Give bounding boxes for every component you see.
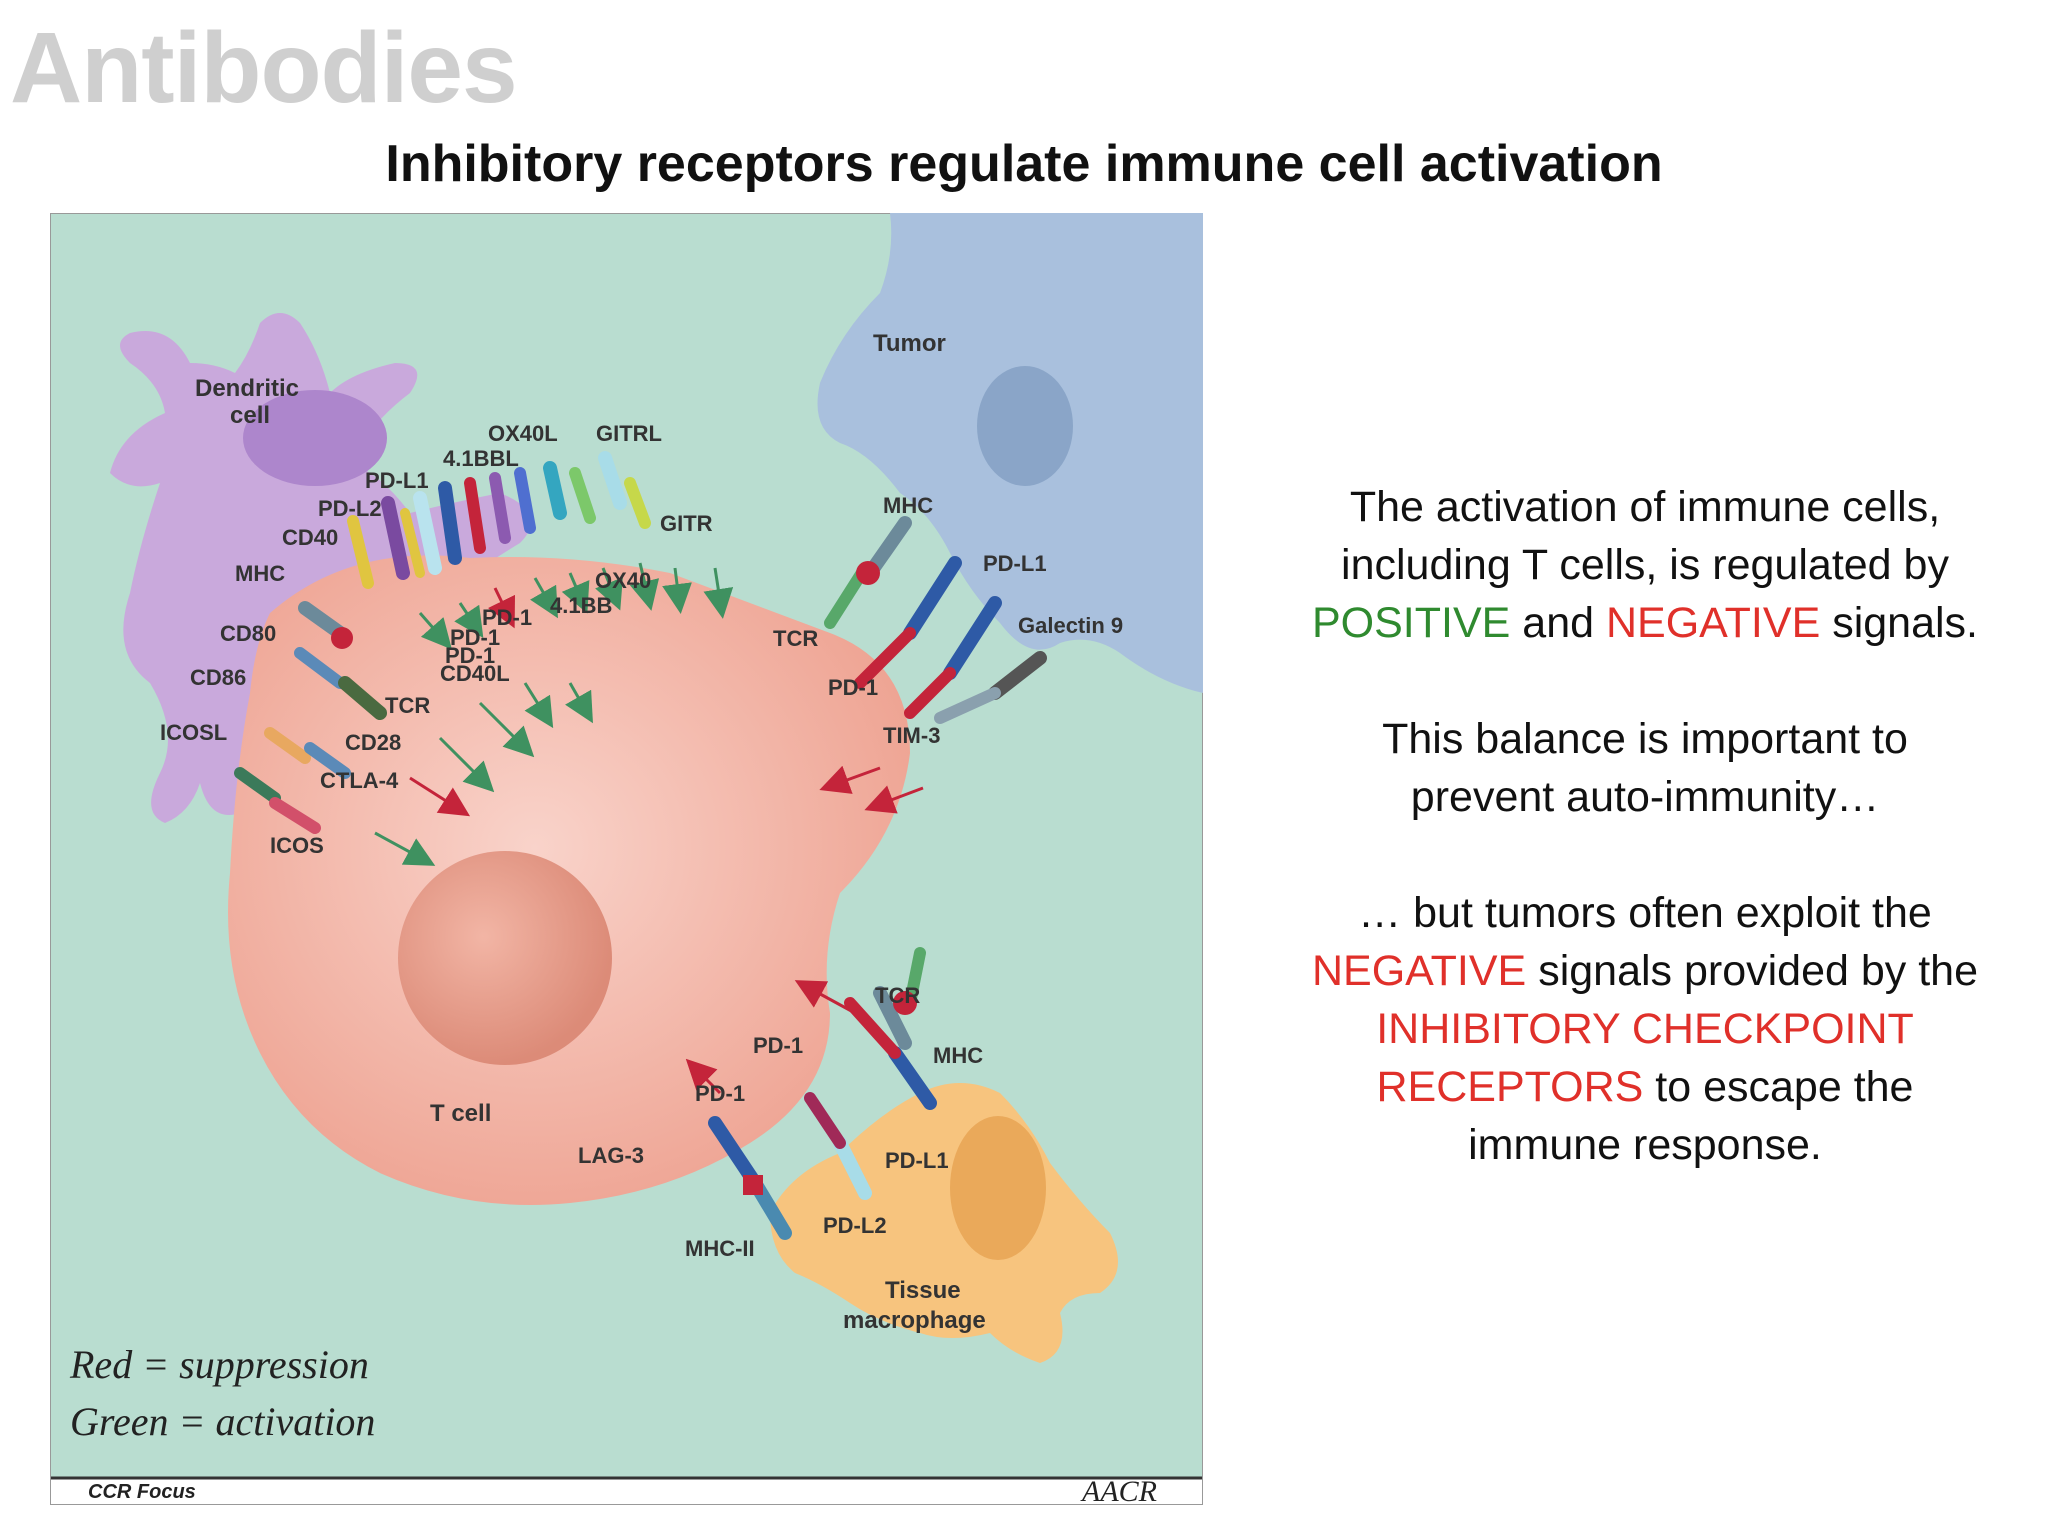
- label-lag3: LAG-3: [578, 1143, 644, 1168]
- aacr-logo: AACR: [1080, 1475, 1157, 1505]
- figure-footer-bar: [50, 1478, 1203, 1505]
- label-pd1-mac-a: PD-1: [753, 1033, 803, 1058]
- label-dendritic: Dendritic: [195, 375, 299, 402]
- label-mhc-dc: MHC: [235, 561, 285, 586]
- label-tim3: TIM-3: [883, 723, 940, 748]
- label-tissue: Tissue: [885, 1277, 961, 1304]
- slide-subtitle: Inhibitory receptors regulate immune cel…: [385, 135, 1663, 193]
- tumor-nucleus: [977, 366, 1073, 486]
- label-mhc-ii: MHC-II: [685, 1236, 755, 1261]
- footer-source: CCR Focus: [88, 1481, 196, 1503]
- signals-word: signals.: [1832, 599, 1978, 647]
- p1-line3: POSITIVE and NEGATIVE signals.: [1265, 594, 2025, 652]
- svg-text:AACR: AACR: [1080, 1475, 1157, 1505]
- label-cd80: CD80: [220, 621, 276, 646]
- macrophage-nucleus: [950, 1116, 1046, 1260]
- label-ox40l: OX40L: [488, 421, 558, 446]
- p2-line2: prevent auto-immunity…: [1410, 773, 1880, 821]
- label-gitr: GITR: [660, 511, 713, 536]
- p1-line1: The activation of immune cells,: [1349, 483, 1941, 531]
- label-mhc-tumor: MHC: [883, 493, 933, 518]
- label-tcr-mac: TCR: [875, 983, 920, 1008]
- label-pd1-tumor: PD-1: [828, 675, 878, 700]
- label-ox40: OX40: [595, 568, 651, 593]
- receptor-ligand-pairs: [234, 451, 1047, 1240]
- slide-heading: Antibodies: [10, 12, 518, 124]
- receptors-word: RECEPTORS: [1376, 1063, 1644, 1111]
- label-ctla4: CTLA-4: [320, 768, 399, 793]
- p3-line1: … but tumors often exploit the: [1358, 889, 1932, 937]
- legend-green: Green = activation: [70, 1399, 375, 1444]
- p3-line4-rest: to escape the: [1655, 1063, 1914, 1111]
- signal-arrows: [374, 562, 924, 1095]
- label-pd1-mac-b: PD-1: [695, 1081, 745, 1106]
- label-pd1-dc-b: PD-1: [450, 625, 500, 650]
- p3-line2: NEGATIVE signals provided by the: [1265, 942, 2025, 1000]
- immune-checkpoint-figure: Dendritic cell Tumor T cell Tissue macro…: [50, 213, 1203, 1505]
- negative-word-2: NEGATIVE: [1311, 947, 1527, 995]
- label-tcr-tumor: TCR: [773, 626, 818, 651]
- label-tcr-dc: TCR: [385, 693, 430, 718]
- positive-word: POSITIVE: [1312, 599, 1511, 647]
- label-pd1-dc-c: PD-1: [445, 643, 495, 668]
- p2-line1: This balance is important to: [1382, 715, 1908, 763]
- label-pdl2-mac: PD-L2: [823, 1213, 887, 1238]
- legend-red: Red = suppression: [69, 1342, 369, 1387]
- t-cell-nucleus: [398, 851, 612, 1065]
- negative-word-1: NEGATIVE: [1606, 599, 1821, 647]
- and-word: and: [1522, 599, 1595, 647]
- label-4-1bb: 4.1BB: [550, 593, 612, 618]
- label-tumor: Tumor: [873, 330, 946, 357]
- label-mhc-mac: MHC: [933, 1043, 983, 1068]
- label-icosl: ICOSL: [160, 720, 227, 745]
- label-pdl1-tumor: PD-L1: [983, 551, 1047, 576]
- p3-line4: RECEPTORS to escape the: [1265, 1058, 2025, 1116]
- label-cd86: CD86: [190, 665, 246, 690]
- label-icos: ICOS: [270, 833, 324, 858]
- explanation-text: The activation of immune cells, includin…: [1265, 478, 2025, 1174]
- label-pdl1-mac: PD-L1: [885, 1148, 949, 1173]
- figure-canvas: Dendritic cell Tumor T cell Tissue macro…: [50, 213, 1203, 1505]
- label-cd28: CD28: [345, 730, 401, 755]
- dendritic-cell: [110, 313, 532, 823]
- label-pd1-dc-a: PD-1: [482, 605, 532, 630]
- label-cd40l: CD40L: [440, 661, 510, 686]
- label-macrophage: macrophage: [843, 1307, 986, 1334]
- label-4-1bbl: 4.1BBL: [443, 446, 519, 471]
- label-gitrl: GITRL: [596, 421, 662, 446]
- label-pdl1-dc: PD-L1: [365, 468, 429, 493]
- label-dendritic-cell: cell: [230, 402, 270, 429]
- p3-line2-rest: signals provided by the: [1538, 947, 1979, 995]
- label-galectin9: Galectin 9: [1018, 613, 1123, 638]
- label-cd40: CD40: [282, 525, 338, 550]
- label-t-cell: T cell: [430, 1100, 491, 1127]
- p3-line5: immune response.: [1468, 1121, 1822, 1169]
- dendritic-nucleus: [243, 390, 387, 486]
- inhibitory-checkpoint: INHIBITORY CHECKPOINT: [1376, 1005, 1914, 1053]
- p1-line2: including T cells, is regulated by: [1341, 541, 1949, 589]
- label-pdl2-dc: PD-L2: [318, 496, 382, 521]
